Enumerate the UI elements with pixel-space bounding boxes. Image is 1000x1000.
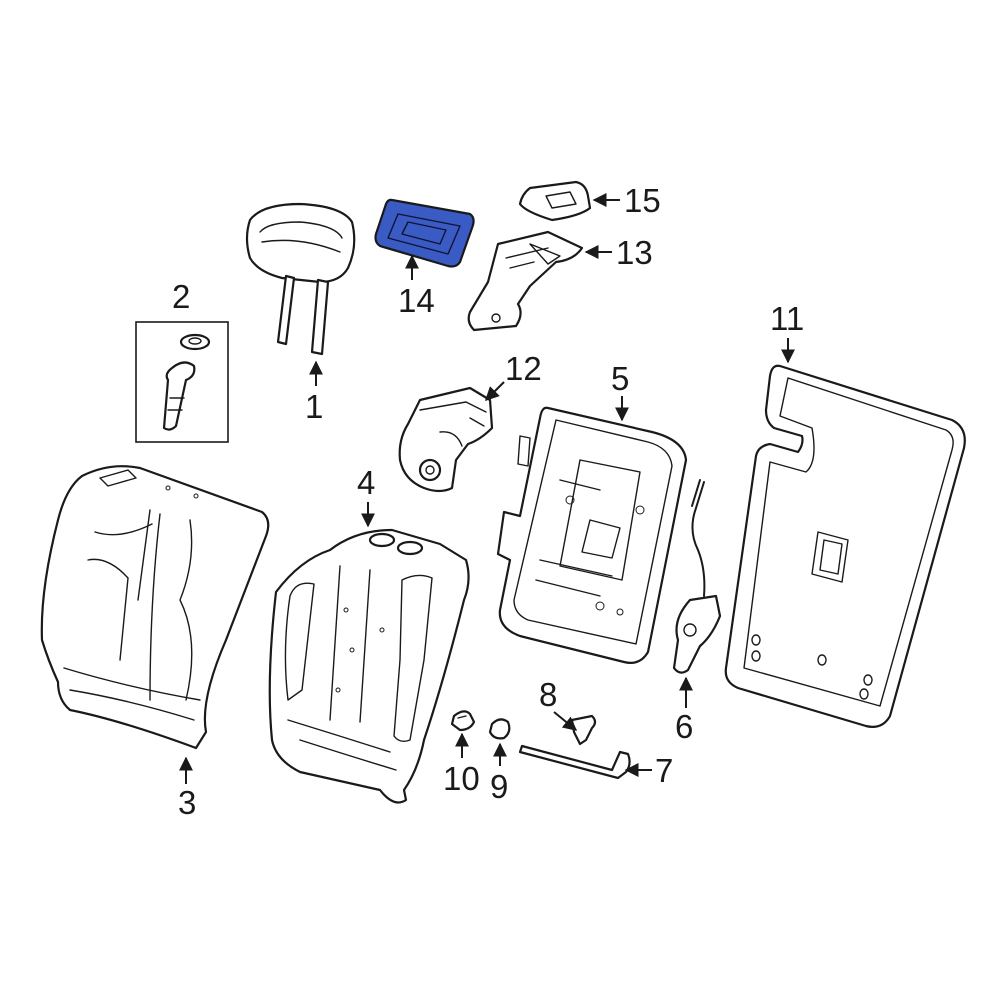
bumper-part-10[interactable]	[450, 710, 476, 732]
bushing-part-9[interactable]	[488, 718, 511, 740]
callout-8: 8	[539, 676, 557, 713]
seat-back-frame-part-5[interactable]	[496, 406, 688, 664]
callout-10: 10	[443, 760, 480, 797]
callout-2: 2	[172, 278, 190, 315]
latch-part-12[interactable]	[398, 386, 494, 493]
seat-back-cover-part-3[interactable]	[40, 465, 270, 750]
headrest-guide-part-2[interactable]	[135, 321, 229, 443]
callout-14: 14	[398, 282, 435, 319]
callout-13: 13	[616, 234, 653, 271]
bracket-part-13[interactable]	[467, 230, 584, 332]
rod-part-7[interactable]	[518, 744, 631, 780]
cover-part-15[interactable]	[518, 180, 592, 222]
headrest-part-1[interactable]	[245, 202, 356, 356]
leader-lines	[179, 193, 795, 784]
callout-6: 6	[675, 708, 693, 745]
callout-labels: 1 2 3 4 5 6 7 8 9 10 11 12 13 14 15	[172, 182, 804, 821]
highlighted-part-14[interactable]	[374, 198, 475, 268]
callout-15: 15	[624, 182, 661, 219]
callout-4: 4	[357, 464, 375, 501]
release-cable-part-6[interactable]	[672, 479, 722, 674]
callout-1: 1	[305, 388, 323, 425]
callout-9: 9	[490, 768, 508, 805]
seat-back-pad-part-4[interactable]	[268, 528, 470, 804]
rear-panel-part-11[interactable]	[724, 364, 966, 728]
callout-12: 12	[505, 350, 542, 387]
callout-5: 5	[611, 360, 629, 397]
callout-11: 11	[770, 300, 804, 337]
clip-part-8[interactable]	[570, 714, 597, 746]
callout-3: 3	[178, 784, 196, 821]
callout-7: 7	[655, 752, 673, 789]
